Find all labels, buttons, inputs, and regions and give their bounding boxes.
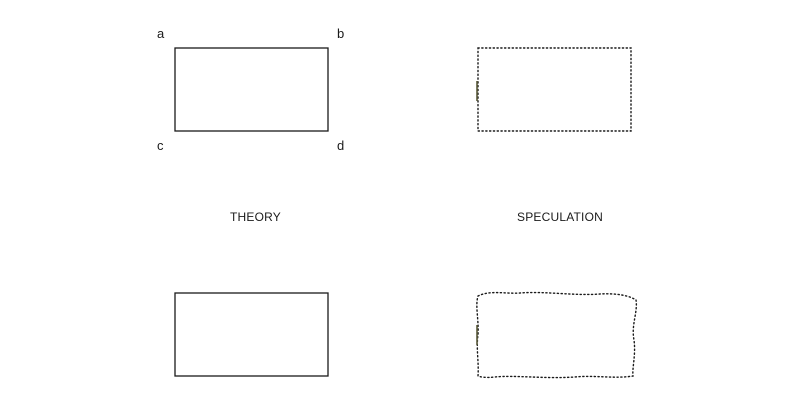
theory-rectangle-bottom (174, 292, 329, 377)
corner-label-a: a (157, 26, 165, 41)
theory-rectangle-top (174, 47, 329, 132)
corner-label-b: b (337, 26, 345, 41)
speculation-wobbly-shape-bottom (476, 291, 638, 379)
speculation-dotted-rectangle-top (477, 47, 632, 132)
theory-caption: THEORY (230, 210, 281, 224)
corner-label-d: d (337, 138, 345, 153)
speculation-caption: SPECULATION (517, 210, 603, 224)
corner-label-c: c (157, 138, 164, 153)
